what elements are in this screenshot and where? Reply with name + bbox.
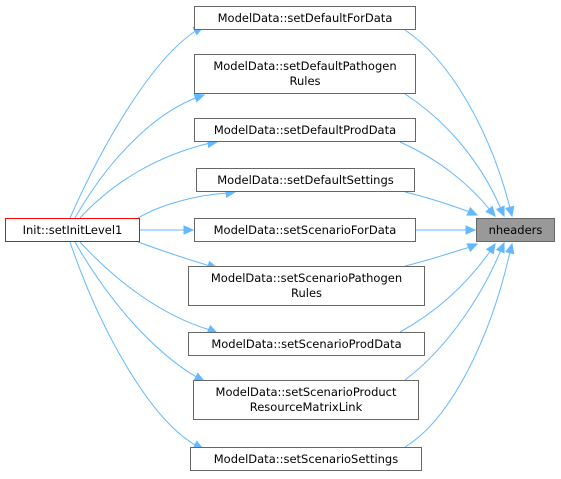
edge-right-2	[404, 93, 502, 210]
node-setscenarioproddata[interactable]: ModelData::setScenarioProdData	[188, 332, 425, 356]
node-label-line-1: ModelData::setScenarioPathogen	[210, 271, 403, 285]
node-setscenariopathogenrules[interactable]: ModelData::setScenarioPathogen Rules	[188, 266, 425, 306]
edge-right-7	[399, 249, 492, 333]
edge-left-7	[79, 241, 211, 331]
node-setdefaultsettings[interactable]: ModelData::setDefaultSettings	[196, 168, 415, 192]
arrowhead-right-4	[466, 206, 479, 216]
edge-right-9	[404, 251, 511, 448]
node-label-line-1: ModelData::setScenarioForData	[213, 222, 397, 237]
node-setscenariosettings[interactable]: ModelData::setScenarioSettings	[190, 447, 422, 471]
node-setdefaultproddata[interactable]: ModelData::setDefaultProdData	[194, 118, 416, 142]
arrowhead-right-2	[495, 205, 505, 218]
edge-right-3	[399, 141, 491, 211]
node-label-line-1: ModelData::setScenarioSettings	[213, 451, 399, 466]
node-label-line-1: ModelData::setScenarioProdData	[211, 336, 402, 351]
node-label-line-1: ModelData::setDefaultSettings	[217, 172, 394, 187]
edge-right-6	[404, 246, 471, 267]
edge-left-9	[69, 241, 198, 447]
node-label-line-1: ModelData::setScenarioProduct	[215, 385, 397, 399]
node-setscenariofordata[interactable]: ModelData::setScenarioForData	[194, 218, 416, 242]
edge-left-3	[79, 142, 211, 219]
arrowhead-left-5	[183, 225, 195, 235]
arrowhead-right-8	[495, 241, 505, 254]
node-setdefaultpathogenrules[interactable]: ModelData::setDefaultPathogen Rules	[194, 54, 416, 94]
node-label-line-1: nheaders	[488, 222, 543, 237]
arrowhead-right-5	[465, 225, 477, 235]
node-label-line-1: Init::setInitLevel1	[22, 222, 123, 237]
edge-right-4	[404, 191, 471, 213]
edge-left-1	[69, 29, 198, 219]
arrowhead-right-9	[505, 242, 515, 255]
edge-left-4	[137, 192, 229, 219]
node-label-line-1: ModelData::setDefaultProdData	[213, 122, 397, 137]
edge-right-1	[404, 29, 511, 209]
edge-left-6	[137, 241, 211, 267]
node-label-line-1: ModelData::setDefaultForData	[217, 10, 393, 25]
node-label-line-2: Rules	[289, 74, 321, 88]
node-label-line-1: ModelData::setDefaultPathogen	[213, 59, 397, 73]
edge-right-8	[404, 249, 502, 381]
node-nheaders[interactable]: nheaders	[476, 218, 555, 242]
edge-left-2	[74, 96, 199, 219]
arrowhead-right-6	[466, 243, 479, 253]
node-label-line-2: Rules	[290, 286, 323, 300]
node-label-line-2: ResourceMatrixLink	[249, 400, 363, 414]
arrowhead-left-2	[193, 93, 206, 103]
arrowhead-right-3	[485, 205, 496, 217]
node-setscenarioproductresourcematrixlink[interactable]: ModelData::setScenarioProduct ResourceMa…	[193, 380, 419, 420]
arrowhead-right-1	[505, 205, 515, 218]
edge-left-8	[74, 241, 199, 379]
node-init-setinitlevel1[interactable]: Init::setInitLevel1	[5, 218, 140, 242]
node-setdefaultfordata[interactable]: ModelData::setDefaultForData	[194, 6, 416, 30]
arrowhead-right-7	[485, 242, 496, 255]
